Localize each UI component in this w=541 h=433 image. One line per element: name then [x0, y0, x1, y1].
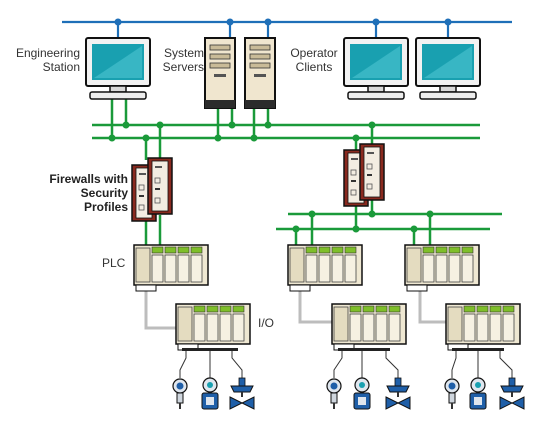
server-icon-1	[204, 37, 236, 109]
io-rack-icon-3	[445, 303, 521, 351]
engineering-station-monitor-icon	[85, 37, 151, 100]
green-network-nodes	[108, 121, 434, 233]
plc-rack-icon-1	[133, 244, 209, 292]
io-label: I/O	[258, 316, 275, 330]
valve-icon-1	[229, 377, 255, 410]
firewalls-label: Firewalls with Security Profiles	[49, 172, 128, 214]
operator-client-monitor-icon-1	[343, 37, 409, 100]
plc-label: PLC	[102, 256, 126, 270]
firewall-icon-2	[147, 157, 173, 215]
flowmeter-icon-3	[469, 377, 487, 410]
io-terminal-bars	[182, 348, 504, 351]
io-cables	[144, 290, 448, 330]
plc-rack-icon-2	[287, 244, 363, 292]
server-icon-2	[244, 37, 276, 109]
engineering-station-label: Engineering Station	[15, 46, 80, 74]
valve-icon-3	[499, 377, 525, 410]
io-rack-icon-1	[175, 303, 251, 351]
field-wiring	[179, 350, 513, 378]
flowmeter-icon-1	[201, 377, 219, 410]
green-network	[92, 98, 502, 245]
operator-clients-label: Operator Clients	[290, 46, 338, 74]
valve-icon-2	[385, 377, 411, 410]
transmitter-icon-1	[172, 378, 188, 410]
plc-rack-icon-3	[404, 244, 480, 292]
flowmeter-icon-2	[353, 377, 371, 410]
transmitter-icon-2	[326, 378, 342, 410]
io-rack-icon-2	[331, 303, 407, 351]
blue-network-nodes	[114, 18, 452, 26]
operator-client-monitor-icon-2	[415, 37, 481, 100]
system-servers-label: System Servers	[162, 46, 204, 74]
firewall-icon-4	[359, 143, 385, 201]
transmitter-icon-3	[444, 378, 460, 410]
